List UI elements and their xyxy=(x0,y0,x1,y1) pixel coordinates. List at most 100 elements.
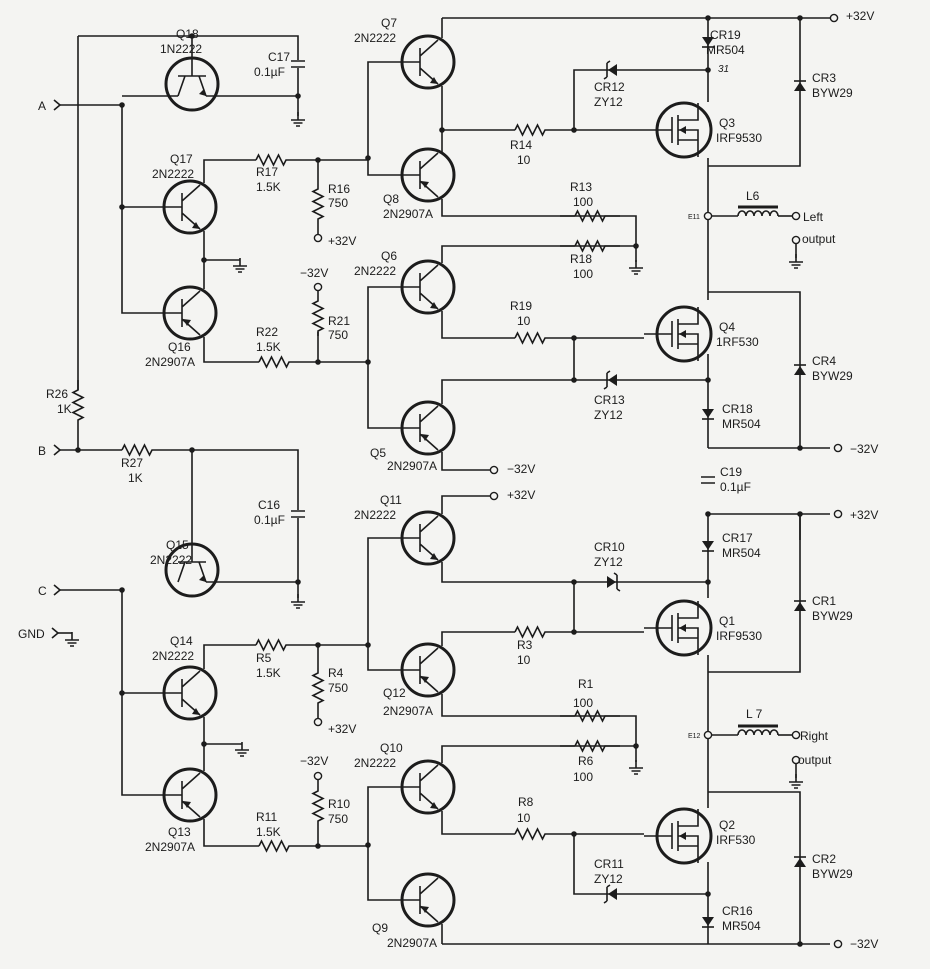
junction-dot xyxy=(365,842,371,848)
r18-ref: R18 xyxy=(570,252,592,266)
resistor-body xyxy=(311,668,325,708)
cr17-part: MR504 xyxy=(722,546,761,560)
cr4-part: BYW29 xyxy=(812,369,853,383)
cr17-diode xyxy=(702,541,714,552)
r10-resistor xyxy=(311,786,325,826)
junction-dot xyxy=(571,335,577,341)
c19-capacitor xyxy=(701,476,715,484)
q10-ref: Q10 xyxy=(380,741,403,755)
wire xyxy=(367,786,402,901)
cr1-diode xyxy=(794,600,806,611)
c16-value: 0.1µF xyxy=(254,513,285,527)
r26-resistor xyxy=(71,380,85,430)
zener-bar xyxy=(613,572,621,592)
wire xyxy=(708,514,801,673)
terminal-circle xyxy=(829,13,839,23)
r14-resistor xyxy=(500,123,560,137)
cr17-ref: CR17 xyxy=(722,531,753,545)
ground-symbol xyxy=(291,594,305,609)
terminal-circle xyxy=(489,465,499,475)
transistor-leads xyxy=(402,515,439,561)
c16-capacitor xyxy=(291,510,305,518)
r10-value: 750 xyxy=(328,812,348,826)
q1-ref: Q1 xyxy=(719,614,735,628)
resistor-body xyxy=(248,153,294,167)
r4-ref: R4 xyxy=(328,666,344,680)
q12-ground-icon xyxy=(629,760,643,775)
r21-supply-label: −32V xyxy=(300,266,328,280)
wire xyxy=(367,286,402,429)
r19-resistor xyxy=(500,331,560,345)
rail-label-pos-top: +32V xyxy=(846,9,874,23)
r17-ref: R17 xyxy=(256,165,278,179)
wire xyxy=(441,694,637,762)
transistor-leads xyxy=(177,544,207,583)
diode-triangle xyxy=(794,602,806,611)
ground-symbol xyxy=(291,112,305,127)
q8-ground-icon xyxy=(629,260,643,275)
q14-part: 2N2222 xyxy=(152,649,194,663)
r21-value: 750 xyxy=(328,328,348,342)
q16-part: 2N2907A xyxy=(145,355,195,369)
wire xyxy=(441,452,490,471)
r19-value: 10 xyxy=(517,314,531,328)
q6-transistor xyxy=(400,259,456,315)
capacitor-plates xyxy=(291,510,305,518)
transistor-leads xyxy=(402,877,439,923)
gnd-ground-icon xyxy=(65,632,79,647)
cr4-diode xyxy=(794,364,806,375)
emitter-arrow xyxy=(421,181,429,188)
r18-resistor xyxy=(560,239,620,253)
r6-value: 100 xyxy=(573,770,593,784)
cr3-ref: CR3 xyxy=(812,71,836,85)
cr12-part: ZY12 xyxy=(594,95,623,109)
q13-transistor xyxy=(162,767,218,823)
cr13-part: ZY12 xyxy=(594,408,623,422)
junction-dot xyxy=(315,642,321,648)
terminal-circle xyxy=(833,509,843,519)
input-c-terminal: C xyxy=(38,584,62,598)
r16-value: 750 xyxy=(328,196,348,210)
q18-transistor xyxy=(164,56,220,112)
emitter-arrow xyxy=(192,708,200,715)
cr10-ref: CR10 xyxy=(594,540,625,554)
zener-triangle xyxy=(608,64,617,76)
gnd-label: GND xyxy=(18,627,45,641)
resistor-body xyxy=(560,739,620,753)
cr2-diode xyxy=(794,856,806,867)
q10-transistor xyxy=(400,759,456,815)
q11-part: 2N2222 xyxy=(354,508,396,522)
cr18-ref: CR18 xyxy=(722,402,753,416)
wire xyxy=(121,105,164,314)
cr18-diode xyxy=(702,409,714,420)
wire xyxy=(367,537,402,671)
wire xyxy=(441,245,636,263)
q18-part: 1N2222 xyxy=(160,42,202,56)
q2-ref: Q2 xyxy=(719,818,735,832)
junction-dot xyxy=(295,579,301,585)
wire xyxy=(441,631,500,646)
cr12-zener xyxy=(603,60,617,80)
q8-part: 2N2907A xyxy=(383,207,433,221)
right-output-label: Right xyxy=(800,729,829,743)
terminal-circle xyxy=(791,211,801,221)
r21-ref: R21 xyxy=(328,314,350,328)
diode-triangle xyxy=(702,409,714,418)
cr3-part: BYW29 xyxy=(812,86,853,100)
emitter-arrow xyxy=(421,434,429,441)
resistor-body xyxy=(560,239,620,253)
cr10-zener xyxy=(607,572,621,592)
c17-ground-icon xyxy=(291,112,305,127)
cr18-part: MR504 xyxy=(722,417,761,431)
e11-label: E11 xyxy=(688,214,700,221)
wire xyxy=(203,819,252,847)
emitter-arrow xyxy=(430,553,438,560)
r17-value: 1.5K xyxy=(256,180,281,194)
cr19-part: MR504 xyxy=(706,43,745,57)
wire xyxy=(441,495,490,514)
r10-ref: R10 xyxy=(328,797,350,811)
terminal-circle xyxy=(313,282,323,292)
wire xyxy=(441,311,500,339)
q4-ref: Q4 xyxy=(719,320,735,334)
junction-dot xyxy=(705,579,711,585)
